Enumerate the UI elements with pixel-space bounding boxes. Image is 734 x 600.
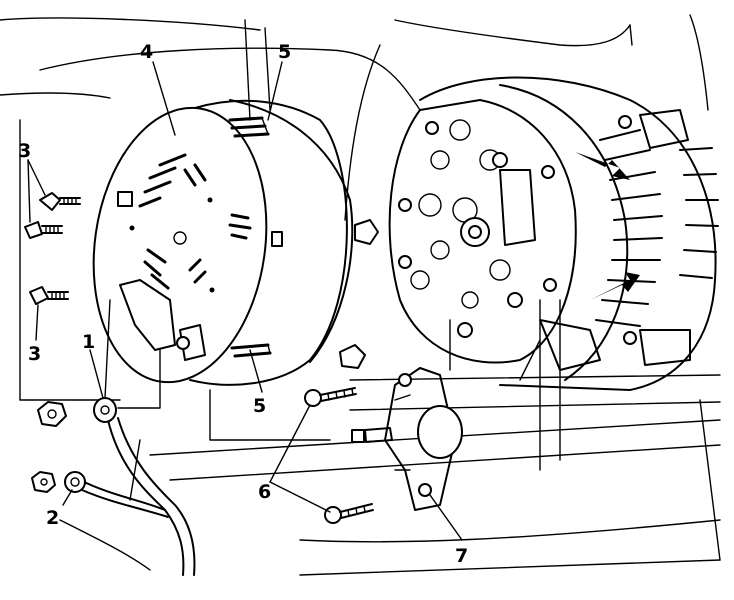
callout-4: 4 bbox=[140, 41, 153, 63]
callout-2: 2 bbox=[46, 507, 59, 529]
callout-labels: 4 5 3 3 1 5 6 2 7 bbox=[18, 41, 468, 567]
cover-retaining-clip-bottom bbox=[230, 343, 272, 358]
callout-6: 6 bbox=[258, 481, 271, 503]
terminal-nut-lower bbox=[31, 471, 56, 493]
leader-lines bbox=[27, 61, 541, 541]
regulator-screw-upper bbox=[304, 387, 357, 407]
arrow-indicator-upper bbox=[575, 152, 630, 180]
cover-vent-slots bbox=[138, 153, 207, 290]
cover-screw-lower bbox=[29, 286, 69, 305]
callout-1: 1 bbox=[82, 331, 95, 353]
cover-retaining-clip-top bbox=[228, 116, 270, 138]
callout-3-top: 3 bbox=[18, 140, 31, 162]
callout-3-bottom: 3 bbox=[28, 343, 41, 365]
alternator-cooling-fins bbox=[595, 129, 719, 327]
arrow-indicator-lower bbox=[590, 272, 640, 300]
callout-5-bottom: 5 bbox=[253, 395, 266, 417]
cover-screw-upper bbox=[39, 192, 81, 211]
ground-cable bbox=[79, 417, 196, 576]
rear-protective-cover bbox=[92, 99, 354, 386]
voltage-regulator-brush-holder bbox=[351, 367, 463, 511]
alternator-body bbox=[339, 76, 719, 391]
regulator-screw-lower bbox=[324, 503, 374, 524]
callout-7: 7 bbox=[455, 545, 468, 567]
terminal-nut-upper bbox=[37, 401, 67, 427]
ground-cable-terminal bbox=[64, 397, 117, 493]
callout-5-top: 5 bbox=[278, 41, 291, 63]
cover-screw-middle bbox=[24, 221, 63, 239]
